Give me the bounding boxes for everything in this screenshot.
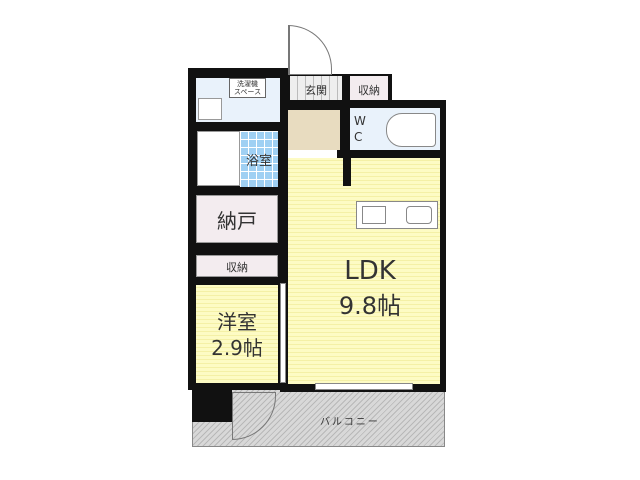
storage-entry-label: 収納 — [358, 84, 380, 97]
bathroom — [240, 131, 278, 187]
stove-icon — [362, 206, 386, 224]
wc-label-w: W — [354, 114, 366, 128]
wall-stub — [343, 150, 351, 186]
wc-label-c: C — [354, 130, 363, 144]
toilet — [386, 113, 436, 147]
genkan-label: 玄関 — [305, 84, 327, 97]
storage-left-label: 収納 — [226, 261, 248, 274]
western-room — [196, 285, 278, 383]
western-room-label: 洋室 — [217, 310, 257, 334]
ldk — [288, 158, 440, 384]
western-room-size: 2.9帖 — [211, 336, 263, 360]
nando-label: 納戸 — [217, 209, 257, 233]
sliding-door[interactable] — [280, 283, 286, 383]
wall-block — [192, 388, 232, 422]
front-door[interactable] — [288, 25, 332, 75]
kitchen-counter — [356, 201, 438, 229]
bathroom-label: 浴室 — [245, 154, 272, 169]
nando — [196, 195, 278, 243]
genkan — [290, 76, 342, 100]
bathtub — [197, 131, 240, 186]
balcony-label: バルコニー — [320, 417, 380, 428]
washer-space-label: 洗濯機 スペース — [233, 80, 262, 96]
hallway — [288, 110, 340, 150]
storage-left — [196, 255, 278, 277]
kitchen-sink-icon — [406, 206, 432, 224]
washer-space — [229, 78, 266, 98]
storage-entry — [350, 76, 388, 100]
ldk-size: 9.8帖 — [338, 292, 402, 320]
balcony-window[interactable] — [315, 383, 413, 390]
sink — [198, 98, 222, 120]
ldk-label: LDK — [344, 256, 396, 286]
